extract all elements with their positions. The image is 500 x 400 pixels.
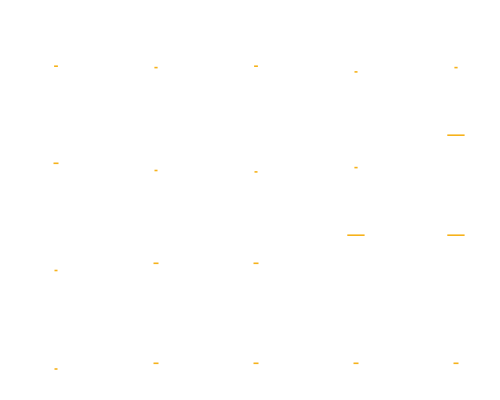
dash-mark — [253, 362, 259, 365]
dash-mark — [354, 71, 358, 73]
dash-mark — [253, 262, 259, 265]
dash-mark — [254, 65, 258, 67]
dash-mark — [53, 162, 59, 165]
dash-mark — [354, 166, 358, 169]
dash-mark — [154, 66, 158, 69]
dash-mark — [447, 234, 465, 236]
dash-group — [53, 65, 465, 370]
dash-mark — [454, 66, 458, 69]
dash-mark — [254, 171, 258, 173]
dash-mark — [353, 362, 359, 365]
dash-mark — [54, 269, 58, 272]
dash-mark — [153, 362, 159, 365]
dash-mark — [453, 362, 459, 365]
dash-mark — [447, 134, 465, 136]
dash-mark — [54, 368, 58, 370]
dash-mark — [54, 65, 58, 67]
dash-mark — [153, 262, 159, 265]
dash-mark — [347, 234, 365, 236]
dash-mark — [154, 169, 158, 172]
